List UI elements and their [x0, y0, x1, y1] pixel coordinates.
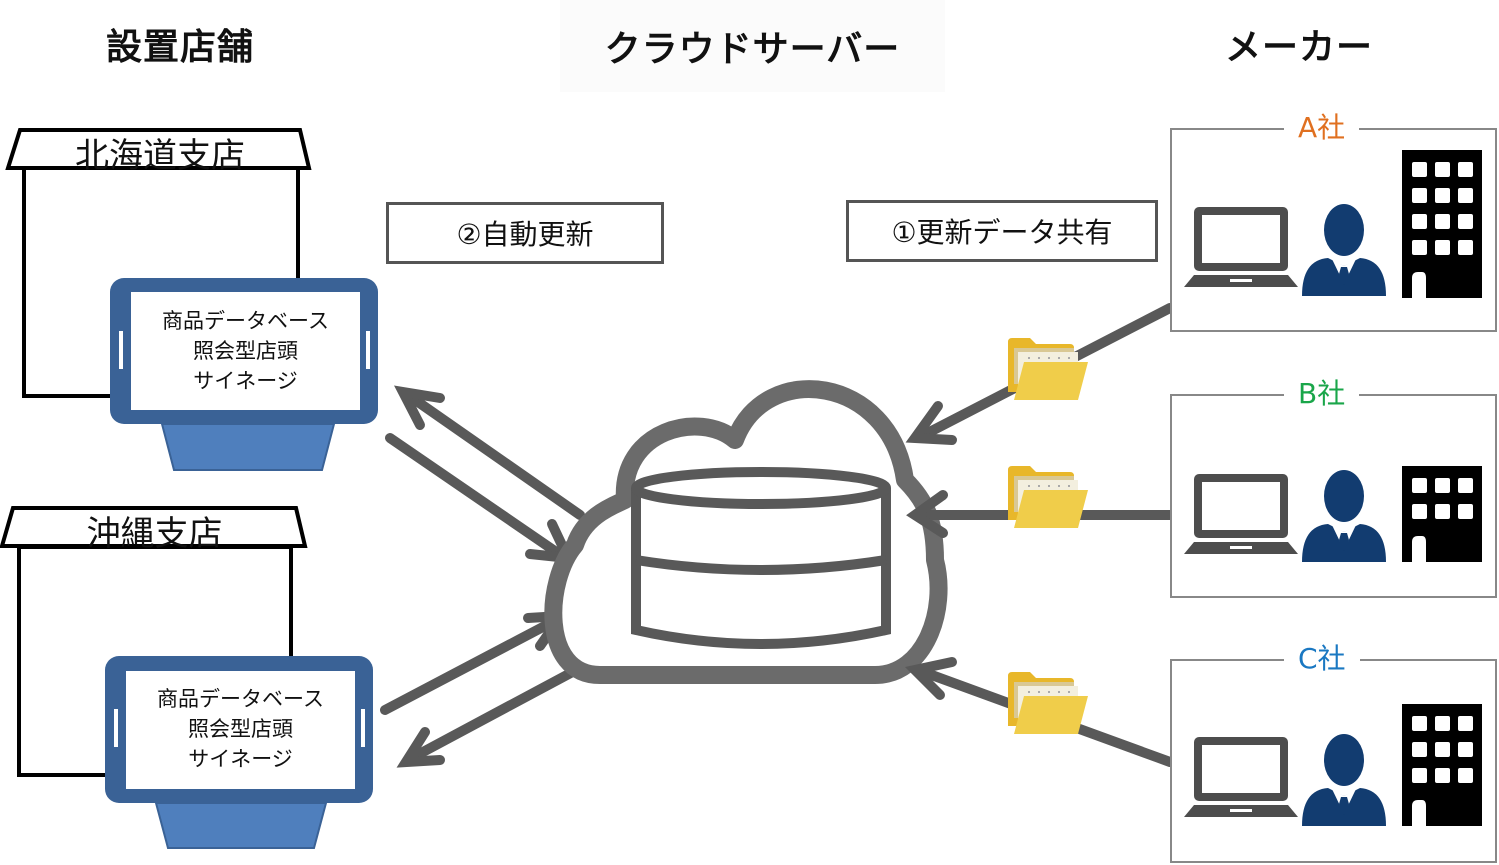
- laptop-icon-a: [1184, 207, 1298, 287]
- building-icon-c: [1402, 704, 1482, 826]
- building-window: [1412, 188, 1427, 203]
- company-name-a: A社: [1284, 106, 1360, 146]
- building-door: [1412, 800, 1426, 826]
- building-window: [1412, 716, 1427, 731]
- label-data-share: ①更新データ共有: [846, 200, 1158, 262]
- signage-device-okinawa: [105, 656, 373, 849]
- building-door: [1412, 536, 1426, 562]
- signage-text-hokkaido: 商品データベース 照会型店頭 サイネージ: [131, 306, 360, 396]
- building-window: [1435, 188, 1450, 203]
- building-window: [1458, 240, 1473, 255]
- building-window: [1412, 768, 1427, 783]
- folder-icon-c: [1008, 672, 1088, 734]
- building-window: [1412, 742, 1427, 757]
- building-window: [1435, 240, 1450, 255]
- building-window: [1458, 162, 1473, 177]
- signage-line: 照会型店頭: [193, 339, 298, 363]
- heading-cloud-text: クラウドサーバー: [604, 29, 901, 70]
- company-name-b: B社: [1284, 372, 1360, 412]
- building-window: [1412, 214, 1427, 229]
- signage-device-hokkaido: [110, 278, 378, 471]
- heading-makers: メーカー: [1225, 27, 1374, 68]
- heading-stores: 設置店舗: [106, 27, 255, 68]
- building-window: [1458, 188, 1473, 203]
- signage-line: 商品データベース: [157, 687, 324, 711]
- signage-line: サイネージ: [193, 369, 298, 393]
- building-window: [1458, 504, 1473, 519]
- building-window: [1435, 742, 1450, 757]
- building-window: [1458, 716, 1473, 731]
- store-name-okinawa: 沖縄支店: [86, 514, 223, 554]
- building-icon-b: [1402, 466, 1482, 562]
- building-window: [1412, 162, 1427, 177]
- building-window: [1458, 214, 1473, 229]
- building-window: [1412, 478, 1427, 493]
- building-window: [1435, 162, 1450, 177]
- building-window: [1412, 240, 1427, 255]
- building-window: [1435, 504, 1450, 519]
- signage-line: 照会型店頭: [188, 717, 293, 741]
- building-window: [1458, 478, 1473, 493]
- folder-icon-b: [1008, 466, 1088, 528]
- signage-line: 商品データベース: [162, 309, 329, 333]
- building-icon-a: [1402, 150, 1482, 298]
- building-window: [1412, 504, 1427, 519]
- company-name-c: C社: [1284, 637, 1360, 677]
- laptop-icon-c: [1184, 737, 1298, 817]
- signage-line: サイネージ: [188, 747, 293, 771]
- database-icon: [631, 467, 891, 649]
- signage-text-okinawa: 商品データベース 照会型店頭 サイネージ: [126, 684, 355, 774]
- building-window: [1435, 716, 1450, 731]
- label-auto-update: ②自動更新: [386, 202, 664, 264]
- building-window: [1435, 768, 1450, 783]
- heading-cloud-server: クラウドサーバー: [560, 0, 945, 92]
- folder-icon-a: [1008, 338, 1088, 400]
- building-window: [1458, 768, 1473, 783]
- store-name-hokkaido: 北海道支店: [75, 136, 245, 176]
- building-window: [1435, 478, 1450, 493]
- building-window: [1458, 742, 1473, 757]
- building-door: [1412, 272, 1426, 298]
- building-window: [1435, 214, 1450, 229]
- laptop-icon-b: [1184, 474, 1298, 554]
